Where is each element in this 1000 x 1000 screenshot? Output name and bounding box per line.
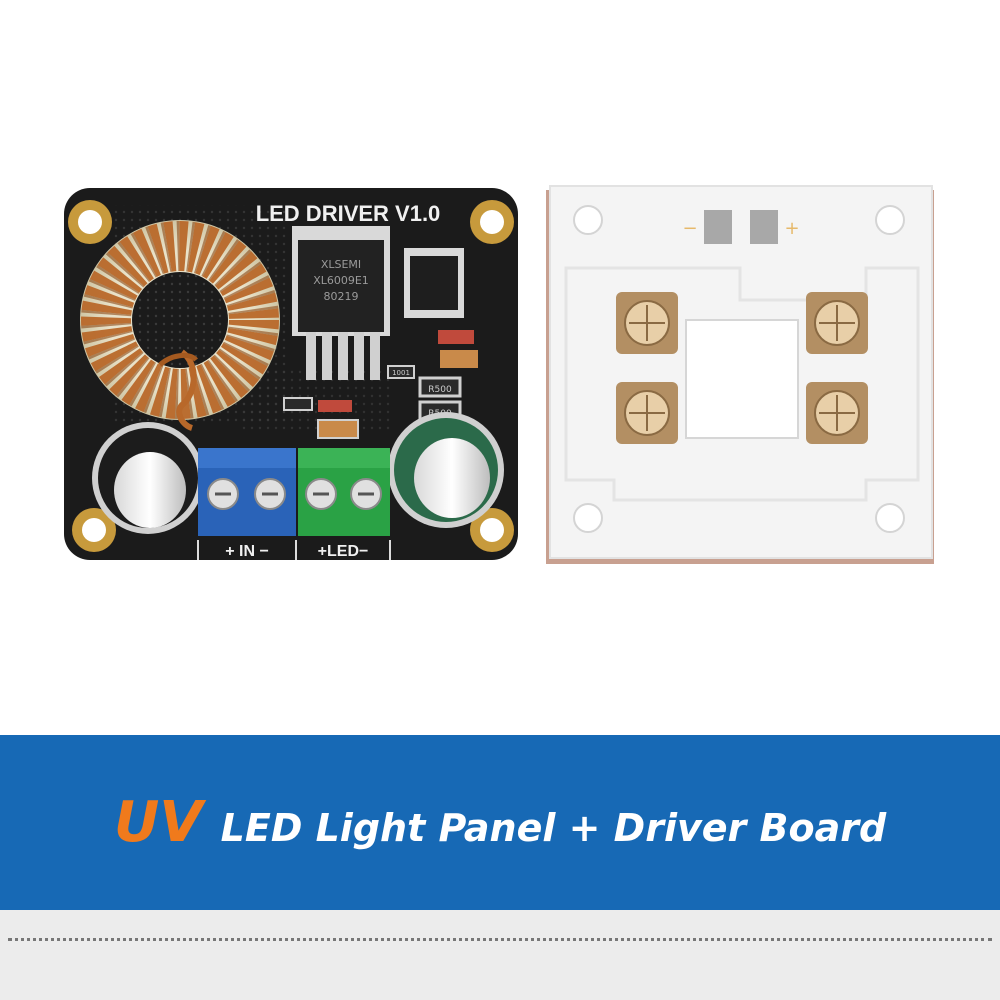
board-title: LED DRIVER V1.0 xyxy=(256,201,441,226)
chip-marking-line-3: 80219 xyxy=(324,290,359,303)
panel-mount-hole-top-left xyxy=(573,205,603,235)
led-driver-board: LED DRIVER V1.0 XLSEMI XL6009E1 80219 xyxy=(64,188,518,560)
pad-negative-label: − xyxy=(682,218,697,239)
pad-positive-label: + xyxy=(784,218,799,239)
solder-pad-positive xyxy=(750,210,778,244)
resistor-1001: 1001 xyxy=(387,365,415,379)
banner-highlight-text: UV xyxy=(113,790,203,855)
title-banner: UV LED Light Panel + Driver Board xyxy=(0,735,1000,910)
solder-pad-negative xyxy=(704,210,732,244)
regulator-chip: XLSEMI XL6009E1 80219 xyxy=(292,226,390,380)
smd-diode xyxy=(438,330,474,344)
mounting-hole-bottom-right xyxy=(470,508,514,552)
uv-led-chip-top-left xyxy=(616,292,678,354)
input-terminal-label: + IN − xyxy=(225,543,269,560)
uv-led-chip-bottom-left xyxy=(616,382,678,444)
smd-capacitor xyxy=(440,350,478,368)
resistor-label: R500 xyxy=(428,385,452,395)
led-terminal-label: +LED− xyxy=(318,543,369,560)
banner-title-text: LED Light Panel + Driver Board xyxy=(220,806,887,850)
uv-led-chip-bottom-right xyxy=(806,382,868,444)
chip-marking-line-2: XL6009E1 xyxy=(313,274,369,287)
panel-mount-hole-bottom-left xyxy=(573,503,603,533)
dotted-divider xyxy=(8,938,992,941)
product-photo: LED DRIVER V1.0 XLSEMI XL6009E1 80219 xyxy=(64,185,934,564)
resistor-r500-top: R500 xyxy=(418,376,462,398)
panel-mount-hole-bottom-right xyxy=(875,503,905,533)
uv-led-chip-top-right xyxy=(806,292,868,354)
chip-marking-line-1: XLSEMI xyxy=(321,258,361,271)
mounting-hole-top-left xyxy=(68,200,112,244)
input-capacitor xyxy=(92,422,204,534)
smd-capacitor-small xyxy=(317,419,359,439)
footer-strip xyxy=(0,910,1000,1000)
smd-resistor xyxy=(283,397,313,411)
toroid-inductor xyxy=(80,220,280,431)
title-line: UV LED Light Panel + Driver Board xyxy=(114,790,886,855)
schottky-diode xyxy=(404,248,464,318)
input-terminal-block xyxy=(198,448,296,536)
led-terminal-block xyxy=(298,448,390,536)
mounting-hole-bottom-left xyxy=(72,508,116,552)
output-capacitor xyxy=(388,412,504,528)
mounting-hole-top-right xyxy=(470,200,514,244)
panel-center-cutout xyxy=(685,319,799,439)
uv-led-panel: − + xyxy=(546,185,934,564)
smd-diode-small xyxy=(318,400,352,412)
panel-mount-hole-top-right xyxy=(875,205,905,235)
resistor-label: 1001 xyxy=(392,369,410,377)
